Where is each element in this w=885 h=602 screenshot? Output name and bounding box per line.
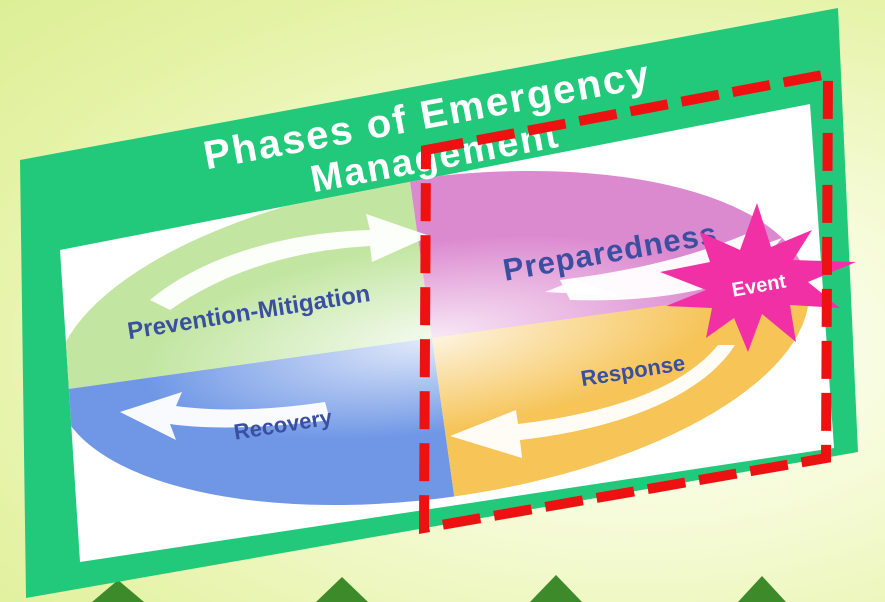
arrow-event-icon — [545, 280, 620, 296]
post-2 — [316, 577, 368, 602]
post-3 — [530, 575, 582, 602]
billboard-posts — [92, 575, 786, 602]
arrow-recovery-icon — [120, 392, 330, 440]
arrow-response-icon — [450, 345, 735, 458]
event-burst-icon — [660, 203, 856, 352]
post-4 — [738, 576, 786, 602]
event-starburst: Event — [660, 203, 856, 352]
arrow-top-icon — [150, 214, 430, 310]
post-1 — [92, 580, 144, 602]
highlight-dashed-border — [418, 67, 834, 534]
